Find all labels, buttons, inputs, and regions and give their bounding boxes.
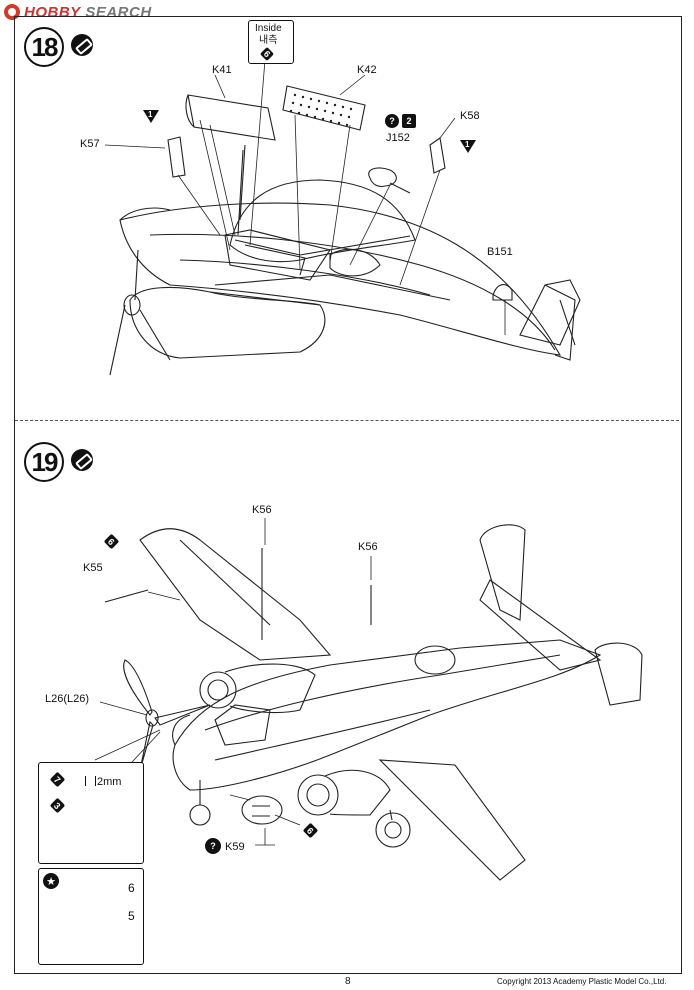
part-label-k59: K59	[225, 841, 245, 853]
part-label-k56-b: K56	[358, 541, 378, 553]
horizontal-stabilizer	[479, 579, 602, 671]
inside-label-korean: 내측	[259, 35, 278, 46]
part-label-k55: K55	[83, 562, 103, 574]
propeller	[109, 249, 171, 376]
step-18-drawing	[104, 59, 581, 376]
page-frame	[14, 16, 682, 974]
k57-marker-icon: 1	[143, 110, 159, 123]
part-label-j152: J152	[386, 132, 410, 144]
fuselage-19-outline	[172, 639, 602, 791]
part-k41	[187, 94, 276, 141]
decal-label-a: 6	[128, 881, 135, 895]
part-label-k57: K57	[80, 138, 100, 150]
part-label-l26: L26(L26)	[45, 693, 90, 705]
part-k59	[241, 795, 283, 825]
j152-step-badge: 2	[402, 114, 416, 128]
fuselage-outline	[119, 202, 562, 356]
step-divider	[15, 420, 679, 421]
tail-fin-right	[479, 524, 526, 621]
part-j152	[368, 167, 397, 188]
star-icon: ★	[43, 873, 59, 889]
part-label-k58: K58	[460, 110, 480, 122]
k58-marker-icon: 1	[460, 140, 476, 153]
step-19-number: 19	[24, 442, 64, 482]
copyright-notice: Copyright 2013 Academy Plastic Model Co.…	[497, 977, 667, 986]
part-k57	[167, 136, 186, 178]
nose	[172, 714, 191, 746]
wing-outline	[214, 274, 451, 301]
dimension-arrow-icon	[85, 776, 96, 786]
step-18-number: 18	[24, 27, 64, 67]
dorsal-turret	[414, 645, 456, 675]
engine-left	[199, 671, 237, 709]
part-k58	[429, 137, 446, 174]
part-k42	[282, 85, 366, 131]
part-label-k41: K41	[212, 64, 232, 76]
part-label-k42: K42	[357, 64, 377, 76]
page-number: 8	[345, 976, 351, 987]
inside-note	[248, 20, 294, 64]
lower-wing-outline	[378, 759, 526, 881]
part-b151	[492, 284, 513, 301]
main-gear	[389, 809, 393, 821]
tail-fin	[519, 279, 581, 346]
canopy-outline	[229, 179, 416, 263]
k59-question-badge: ?	[205, 838, 221, 854]
tail-fin-left	[594, 642, 643, 706]
cockpit-19	[214, 704, 271, 746]
prop-box-dimension: 2mm	[97, 776, 122, 788]
engine-right	[297, 774, 339, 816]
propeller-19	[123, 659, 153, 716]
glue-icon	[71, 34, 93, 56]
upper-wing-outline	[139, 528, 332, 661]
part-label-k56-a: K56	[252, 504, 272, 516]
glue-icon	[71, 449, 93, 471]
engine-nacelle	[129, 286, 326, 359]
decal-label-b: 5	[128, 909, 135, 923]
part-label-b151: B151	[487, 246, 513, 258]
part-k55	[104, 589, 149, 603]
cockpit-opening	[224, 229, 331, 281]
j152-question-badge: ?	[385, 114, 399, 128]
inside-label: Inside	[255, 23, 282, 34]
